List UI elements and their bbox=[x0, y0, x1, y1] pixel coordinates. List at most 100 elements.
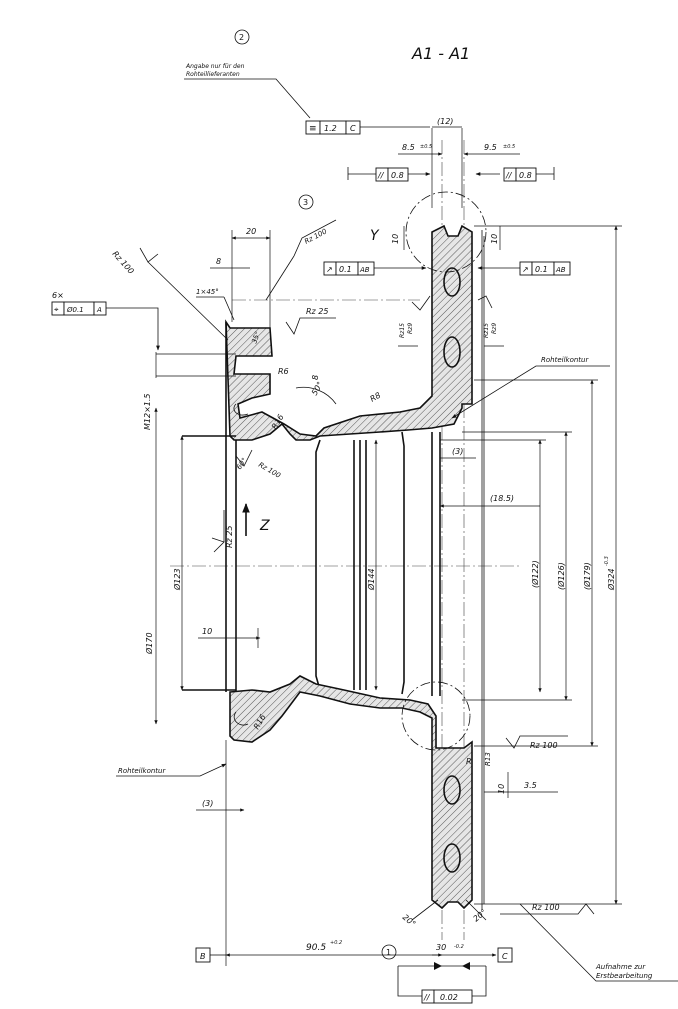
svg-text:-0.2: -0.2 bbox=[454, 944, 464, 950]
balloon-1: 1 bbox=[386, 948, 391, 957]
svg-text:(Ø179): (Ø179) bbox=[582, 562, 592, 590]
dim-30: 30 bbox=[436, 943, 446, 952]
svg-text:Rz 100: Rz 100 bbox=[303, 227, 329, 246]
position-icon: ⌖ bbox=[54, 305, 59, 314]
svg-text:(Ø122): (Ø122) bbox=[530, 560, 540, 588]
gdt-parallel-right: // 0.8 bbox=[475, 167, 555, 182]
dim-3-5: 3.5 bbox=[524, 781, 537, 790]
svg-text:Ø0.1: Ø0.1 bbox=[66, 306, 84, 314]
view-label-z: Z bbox=[259, 518, 270, 534]
note-supplier-line2: Rohteillieferanten bbox=[186, 71, 240, 78]
dim-r1: R bbox=[466, 757, 472, 766]
svg-text:0.02: 0.02 bbox=[440, 993, 458, 1002]
svg-text:Rz 100: Rz 100 bbox=[530, 741, 558, 750]
svg-text:0.1: 0.1 bbox=[535, 265, 548, 274]
svg-text:-0.3: -0.3 bbox=[604, 556, 610, 566]
symmetry-icon: ≡ bbox=[309, 124, 317, 134]
dim-angle-60: 60° bbox=[235, 456, 249, 471]
dim-10-mid: 10 bbox=[202, 627, 212, 636]
gdt-symmetry-frame: ≡ 1.2 C bbox=[305, 120, 430, 135]
runout-icon: ↗ bbox=[326, 265, 333, 274]
svg-text:0.1: 0.1 bbox=[339, 265, 352, 274]
dim-r6: R6 bbox=[278, 367, 289, 376]
dim-thread: M12×1.5 bbox=[143, 393, 152, 430]
gdt-runout-right: ↗ 0.1 AB bbox=[477, 261, 571, 276]
svg-text:+0.2: +0.2 bbox=[330, 940, 342, 946]
gdt-parallel-left: // 0.8 bbox=[347, 167, 431, 182]
dim-9-5: 9.5 bbox=[484, 143, 497, 152]
svg-text:AB: AB bbox=[555, 266, 566, 274]
svg-text:0.8: 0.8 bbox=[391, 171, 404, 180]
note-fixture-line2: Erstbearbeitung bbox=[596, 972, 653, 980]
svg-text:Rz 100: Rz 100 bbox=[111, 249, 136, 276]
surface-finish-rz100-bottom: Rz 100 bbox=[500, 903, 595, 915]
datum-c: C bbox=[497, 947, 513, 963]
surface-finish-rz15-left: Rz15 Rz9 bbox=[398, 295, 431, 347]
balloon-2: 2 bbox=[239, 33, 244, 42]
svg-text:Rz15: Rz15 bbox=[483, 323, 490, 338]
hub-bore bbox=[182, 431, 441, 696]
dim-angle-20-left: 20° bbox=[401, 913, 418, 929]
section-lower bbox=[229, 675, 473, 910]
svg-text:B: B bbox=[200, 952, 206, 961]
surface-finish-rz25-top: Rz 25 bbox=[285, 307, 336, 335]
svg-text:6×: 6× bbox=[52, 291, 64, 300]
dim-3-top: (3) bbox=[452, 447, 463, 456]
surface-finish-rz100-bottom-right: Rz 100 bbox=[505, 735, 568, 750]
svg-text:Rz 25: Rz 25 bbox=[225, 526, 234, 548]
svg-text:Rz 100: Rz 100 bbox=[532, 903, 560, 912]
datum-b: B bbox=[195, 947, 226, 963]
dim-3-bottom: (3) bbox=[202, 799, 213, 808]
svg-text:Rz9: Rz9 bbox=[407, 323, 414, 334]
svg-text:C: C bbox=[350, 124, 356, 133]
gdt-runout-left: ↗ 0.1 AB bbox=[323, 261, 427, 276]
gdt-parallel-bottom: // 0.02 bbox=[397, 962, 487, 1004]
dim-10-left: 10 bbox=[391, 234, 400, 244]
note-raw-contour-right: Rohteilkontur bbox=[541, 356, 589, 364]
svg-text:Rz9: Rz9 bbox=[491, 323, 498, 334]
surface-finish-rz100-3: Rz 100 bbox=[265, 219, 337, 301]
dim-8-small: 8 bbox=[311, 375, 320, 380]
dim-10-bottom: 10 bbox=[497, 784, 506, 794]
dim-chamfer: 1×45° bbox=[196, 288, 219, 296]
dim-90-5: 90.5 bbox=[306, 943, 326, 953]
dim-angle-20-right: 20° bbox=[472, 908, 489, 924]
dim-12: (12) bbox=[437, 117, 453, 126]
dim-r13: R13 bbox=[484, 752, 492, 766]
note-fixture-line1: Aufnahme zur bbox=[595, 963, 646, 971]
note-supplier-line1: Angabe nur für den bbox=[185, 63, 245, 70]
parallel-icon: // bbox=[377, 171, 385, 180]
parallel-icon: // bbox=[505, 171, 513, 180]
dim-dia-122: (Ø122) bbox=[440, 439, 546, 693]
balloon-3: 3 bbox=[303, 198, 308, 207]
svg-text:±0.5: ±0.5 bbox=[503, 144, 515, 150]
dim-r16-top: R16 bbox=[270, 413, 286, 431]
svg-text:Ø324: Ø324 bbox=[606, 568, 616, 591]
svg-text:AB: AB bbox=[359, 266, 370, 274]
svg-text:C: C bbox=[502, 952, 508, 961]
dim-angle-35: 35° bbox=[250, 330, 262, 344]
svg-text:Rz 100: Rz 100 bbox=[257, 461, 282, 480]
dim-dia-324: Ø324 -0.3 bbox=[474, 225, 622, 905]
dim-10-right: 10 bbox=[490, 234, 499, 244]
note-raw-contour-left: Rohteilkontur bbox=[118, 767, 166, 775]
view-label-y: Y bbox=[370, 228, 380, 244]
dim-dia-144: Ø144 bbox=[366, 439, 378, 691]
svg-text:(Ø126): (Ø126) bbox=[556, 562, 566, 590]
parallel-icon: // bbox=[423, 993, 431, 1002]
runout-icon: ↗ bbox=[522, 265, 529, 274]
dim-dia-170: Ø170 bbox=[144, 407, 158, 725]
svg-text:±0.5: ±0.5 bbox=[420, 144, 432, 150]
gdt-position-frame: 6× ⌖ Ø0.1 A bbox=[51, 291, 160, 351]
dim-18-5: (18.5) bbox=[490, 494, 514, 503]
dim-dia-179: (Ø179) bbox=[474, 379, 598, 747]
section-title: A1 - A1 bbox=[411, 44, 470, 63]
dim-dia-123: Ø123 bbox=[172, 435, 184, 691]
dim-dia-126: (Ø126) bbox=[462, 431, 572, 701]
dim-r8: R8 bbox=[369, 391, 383, 404]
svg-text:Ø123: Ø123 bbox=[172, 568, 182, 591]
svg-text:Rz15: Rz15 bbox=[399, 323, 406, 338]
detail-circle-top bbox=[405, 191, 487, 273]
svg-text:Ø144: Ø144 bbox=[366, 568, 376, 591]
